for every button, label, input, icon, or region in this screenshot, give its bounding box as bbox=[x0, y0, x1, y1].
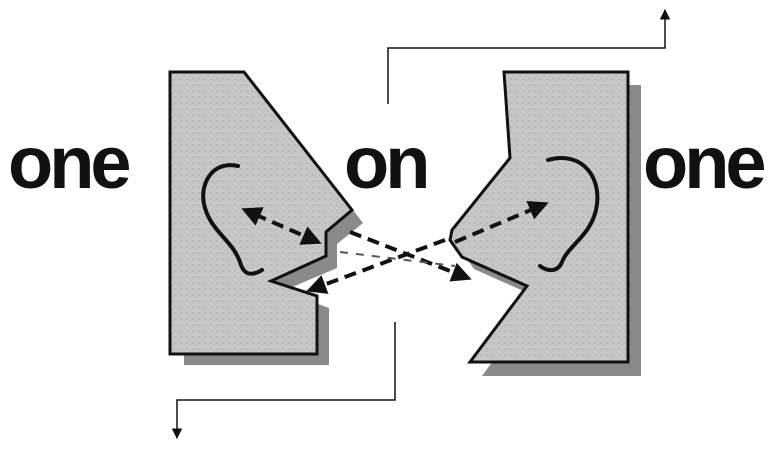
label-left-one: one bbox=[8, 121, 129, 204]
label-right-one: one bbox=[643, 121, 764, 204]
right-head-icon bbox=[450, 72, 641, 376]
label-center-on: on bbox=[344, 121, 426, 204]
left-head-icon bbox=[170, 72, 363, 365]
